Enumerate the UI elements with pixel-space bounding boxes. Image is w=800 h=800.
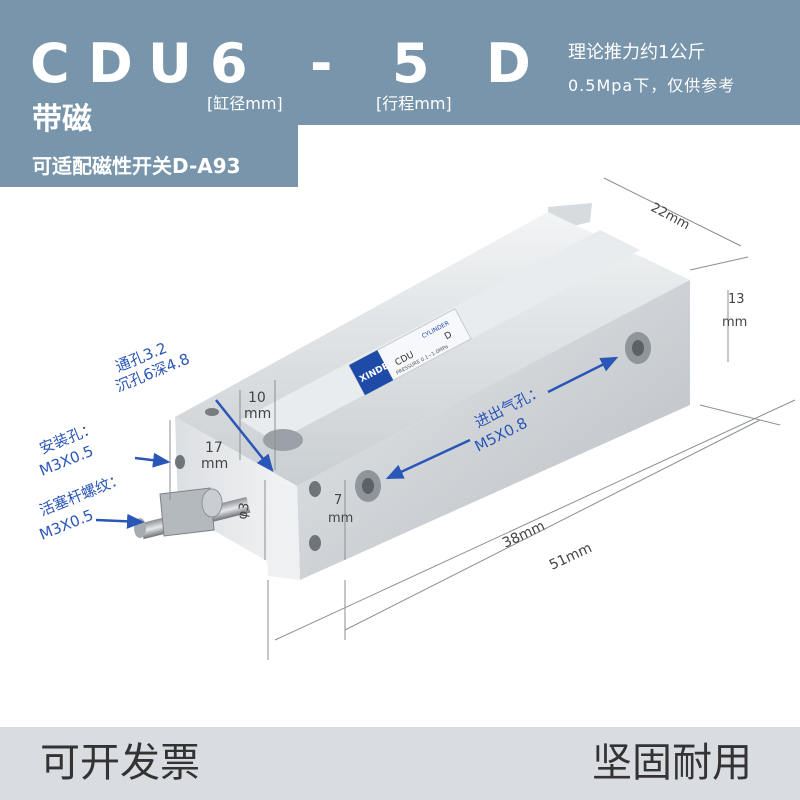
bore-label: [缸径mm] [207, 94, 283, 113]
product-area-top [298, 125, 800, 187]
rod-collar [201, 488, 223, 518]
dim-38: 38mm [500, 518, 548, 552]
dim-13-value: 13 [728, 292, 745, 307]
pressure-note: 0.5Mpa下，仅供参考 [568, 76, 736, 95]
model-char-bore: 6 [210, 32, 261, 95]
dim-17-unit: mm [201, 456, 228, 472]
dim-22: 22mm [648, 200, 692, 233]
magnetic-label: 带磁 [32, 102, 92, 137]
dim-51: 51mm [547, 540, 595, 574]
arrow-to-rod-thread [95, 513, 145, 529]
footer-band [0, 727, 800, 800]
dim-7-value: 7 [334, 493, 342, 508]
arrow-to-mount-hole [134, 452, 171, 468]
durable-label: 坚固耐用 [592, 740, 752, 786]
dim-17-value: 17 [205, 440, 223, 456]
arrow-to-front-port [385, 438, 471, 480]
dimension-lines [169, 177, 796, 660]
switch-compat-label: 可适配磁性开关D-A93 [32, 154, 241, 178]
model-char-stroke: 5 [392, 32, 443, 95]
invoice-label: 可开发票 [40, 740, 200, 786]
mount-hole-bottom [309, 535, 321, 551]
dim-phi3: φ3 [235, 501, 253, 520]
counterbore-hole [263, 429, 303, 451]
cylinder-front-end [265, 482, 300, 580]
model-char-d: D [88, 32, 146, 95]
dim-13-unit: mm [722, 315, 747, 330]
dim-10-unit: mm [244, 406, 271, 422]
nameplate-suffix: D [443, 330, 454, 342]
thrust-note: 理论推力约1公斤 [568, 42, 706, 63]
dim-7-unit: mm [328, 511, 353, 526]
mount-hole-top [309, 481, 321, 497]
model-char-dash: - [310, 32, 346, 95]
arrow-to-rear-port [547, 356, 619, 394]
header-band [0, 0, 800, 125]
arrow-to-counterbore [215, 399, 274, 472]
model-char-u: U [148, 32, 205, 95]
stroke-label: [行程mm] [376, 94, 452, 113]
model-char-suffix: D [486, 32, 544, 95]
model-char-c: C [30, 32, 83, 95]
rod-nut [159, 487, 215, 537]
small-top-hole [205, 408, 219, 416]
dim-10-value: 10 [248, 390, 266, 406]
cylinder-side-face [297, 280, 690, 580]
header-band-extension [0, 125, 298, 187]
side-mount-hole [175, 455, 185, 469]
